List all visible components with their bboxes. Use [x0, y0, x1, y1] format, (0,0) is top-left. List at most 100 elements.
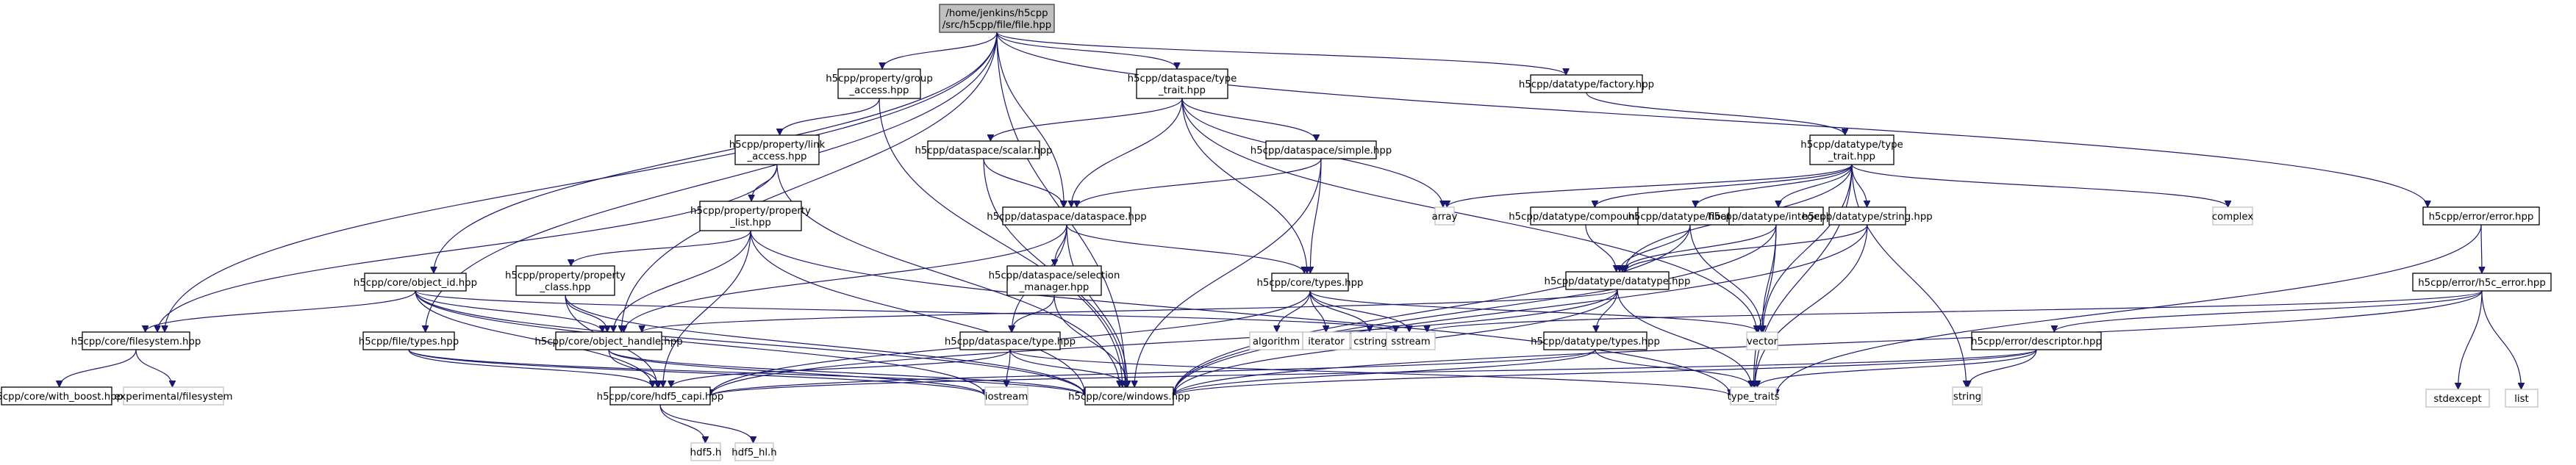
graph-node-ds_dataspace[interactable]: h5cpp/dataspace/dataspace.hpp: [987, 206, 1147, 226]
node-label: h5cpp/error/descriptor.hpp: [1971, 336, 2102, 347]
graph-node-ds_type_trait[interactable]: h5cpp/dataspace/type_trait.hpp: [1128, 68, 1237, 99]
node-box: [1530, 206, 1642, 226]
edge-ds_type_trait-to-core_types: [1181, 98, 1307, 273]
edge-err_error-to-h5c_error: [2481, 224, 2482, 273]
graph-node-object_id[interactable]: h5cpp/core/object_id.hpp: [354, 273, 477, 292]
graph-node-selection_manager[interactable]: h5cpp/dataspace/selection_manager.hpp: [989, 265, 1120, 296]
node-label: cstring: [1353, 336, 1387, 347]
edge-dt_type_trait-to-string: [1851, 164, 1967, 387]
graph-node-cstring[interactable]: cstring: [1350, 331, 1390, 350]
graph-node-dt_factory[interactable]: h5cpp/datatype/factory.hpp: [1519, 74, 1654, 93]
node-label: h5cpp/datatype/factory.hpp: [1519, 79, 1654, 90]
graph-node-exp_filesystem[interactable]: experimental/filesystem: [114, 386, 233, 405]
node-box: [1971, 331, 2102, 350]
graph-node-windows[interactable]: h5cpp/core/windows.hpp: [1068, 386, 1190, 405]
edge-object_handle-to-windows: [608, 349, 1085, 397]
node-box: [1828, 206, 1906, 226]
edge-ds_type_trait-to-vector: [1181, 98, 1756, 332]
graph-node-hdf5_capi[interactable]: h5cpp/core/hdf5_capi.hpp: [597, 386, 724, 405]
edge-ds_dataspace-to-core_types: [1066, 224, 1304, 274]
edge-ds_dataspace-to-object_handle: [623, 224, 1067, 332]
node-box: [1, 386, 112, 405]
edge-group_access-to-windows: [879, 98, 1123, 387]
graph-node-hdf5_h[interactable]: hdf5.h: [690, 442, 722, 461]
edge-ds_type_trait-to-ds_simple: [1181, 98, 1317, 142]
graph-node-string[interactable]: string: [1952, 386, 1983, 405]
node-label: hdf5_hl.h: [731, 447, 776, 458]
node-label: experimental/filesystem: [114, 392, 232, 403]
graph-node-iterator[interactable]: iterator: [1302, 331, 1350, 350]
graph-node-ds_simple[interactable]: h5cpp/dataspace/simple.hpp: [1251, 140, 1392, 159]
node-label: h5cpp/property/group: [826, 73, 933, 84]
graph-node-core_types[interactable]: h5cpp/core/types.hpp: [1256, 273, 1364, 292]
graph-node-stdexcept[interactable]: stdexcept: [2425, 389, 2490, 408]
node-box: [734, 442, 774, 461]
edge-selection_manager-to-windows: [1053, 295, 1127, 387]
graph-node-hdf5_hl_h[interactable]: hdf5_hl.h: [731, 442, 777, 461]
edge-dt_type_trait-to-complex: [1851, 164, 2228, 208]
graph-node-iostream[interactable]: iostream: [984, 386, 1028, 405]
node-label: /src/h5cpp/file/file.hpp: [942, 20, 1051, 31]
edge-dt_datatype-to-object_handle: [642, 289, 1618, 333]
node-box: [1249, 331, 1303, 350]
edge-dt_datatype-to-type_traits: [1617, 289, 1751, 387]
node-box: [699, 201, 802, 231]
edge-dt_string-to-dt_datatype: [1625, 224, 1868, 273]
edge-file_types-to-hdf5_capi: [408, 349, 652, 388]
graph-node-link_access[interactable]: h5cpp/property/link_access.hpp: [729, 134, 826, 165]
graph-node-filesystem[interactable]: h5cpp/core/filesystem.hpp: [71, 331, 201, 350]
graph-node-list[interactable]: list: [2505, 389, 2539, 408]
graph-node-property_class[interactable]: h5cpp/property/property_class.hpp: [505, 265, 626, 296]
graph-node-dt_string[interactable]: h5cpp/datatype/string.hpp: [1802, 206, 1933, 226]
graph-node-group_access[interactable]: h5cpp/property/group_access.hpp: [826, 68, 933, 99]
node-box: [959, 331, 1061, 350]
edge-object_handle-to-hdf5_capi: [608, 349, 659, 388]
node-label: h5cpp/datatype/type: [1800, 140, 1903, 151]
graph-node-dt_integer[interactable]: h5cpp/datatype/integer.hpp: [1708, 206, 1845, 226]
graph-node-ds_scalar[interactable]: h5cpp/dataspace/scalar.hpp: [915, 140, 1053, 159]
edge-ds_dataspace-to-windows: [1066, 224, 1128, 387]
graph-node-vector[interactable]: vector: [1746, 331, 1778, 350]
graph-node-complex[interactable]: complex: [2212, 206, 2253, 226]
nodes-layer: /home/jenkins/h5cpp/src/h5cpp/file/file.…: [0, 4, 2552, 461]
node-label: type_traits: [1727, 392, 1779, 403]
graph-node-dt_datatype[interactable]: h5cpp/datatype/datatype.hpp: [1545, 271, 1691, 290]
graph-node-file_types[interactable]: h5cpp/file/types.hpp: [359, 331, 459, 350]
node-label: h5cpp/property/property: [690, 206, 811, 217]
node-box: [515, 265, 615, 296]
graph-node-dt_type_trait[interactable]: h5cpp/datatype/type_trait.hpp: [1800, 134, 1903, 165]
edges-layer: [60, 32, 2522, 444]
graph-node-array[interactable]: array: [1432, 206, 1458, 226]
graph-node-dt_compound[interactable]: h5cpp/datatype/compound.hpp: [1509, 206, 1663, 226]
node-label: iterator: [1308, 336, 1345, 347]
edge-property_list-to-property_class: [571, 230, 751, 267]
node-box: [2212, 206, 2253, 226]
graph-node-object_handle[interactable]: h5cpp/core/object_handle.hpp: [534, 331, 683, 350]
node-box: [555, 331, 662, 350]
edge-filesystem-to-with_boost: [60, 349, 137, 388]
edge-root-to-err_error: [996, 32, 2427, 207]
graph-node-algorithm[interactable]: algorithm: [1249, 331, 1303, 350]
edge-core_types-to-vector: [1309, 290, 1758, 333]
graph-node-err_error[interactable]: h5cpp/error/error.hpp: [2422, 206, 2540, 226]
graph-node-err_descriptor[interactable]: h5cpp/error/descriptor.hpp: [1971, 331, 2102, 350]
node-box: [123, 386, 224, 405]
graph-node-property_list[interactable]: h5cpp/property/property_list.hpp: [690, 201, 811, 231]
node-label: /home/jenkins/h5cpp: [945, 8, 1048, 19]
node-box: [734, 134, 820, 165]
node-label: h5cpp/datatype/string.hpp: [1802, 212, 1932, 223]
node-box: [1952, 386, 1983, 405]
node-box: [1730, 386, 1777, 405]
graph-node-h5c_error[interactable]: h5cpp/error/h5c_error.hpp: [2412, 273, 2552, 292]
graph-node-root[interactable]: /home/jenkins/h5cpp/src/h5cpp/file/file.…: [939, 4, 1055, 33]
node-box: [984, 386, 1028, 405]
graph-node-ds_type[interactable]: h5cpp/dataspace/type.hpp: [945, 331, 1076, 350]
edge-h5c_error-to-sstream: [1427, 290, 2483, 333]
edge-dt_type_trait-to-vector: [1763, 164, 1853, 332]
graph-node-with_boost[interactable]: h5cpp/core/with_boost.hpp: [0, 386, 123, 405]
node-box: [1543, 331, 1647, 350]
graph-node-dt_types[interactable]: h5cpp/datatype/types.hpp: [1531, 331, 1660, 350]
graph-node-sstream[interactable]: sstream: [1386, 331, 1436, 350]
node-label: h5cpp/error/error.hpp: [2429, 212, 2534, 223]
graph-node-type_traits[interactable]: type_traits: [1727, 386, 1780, 405]
